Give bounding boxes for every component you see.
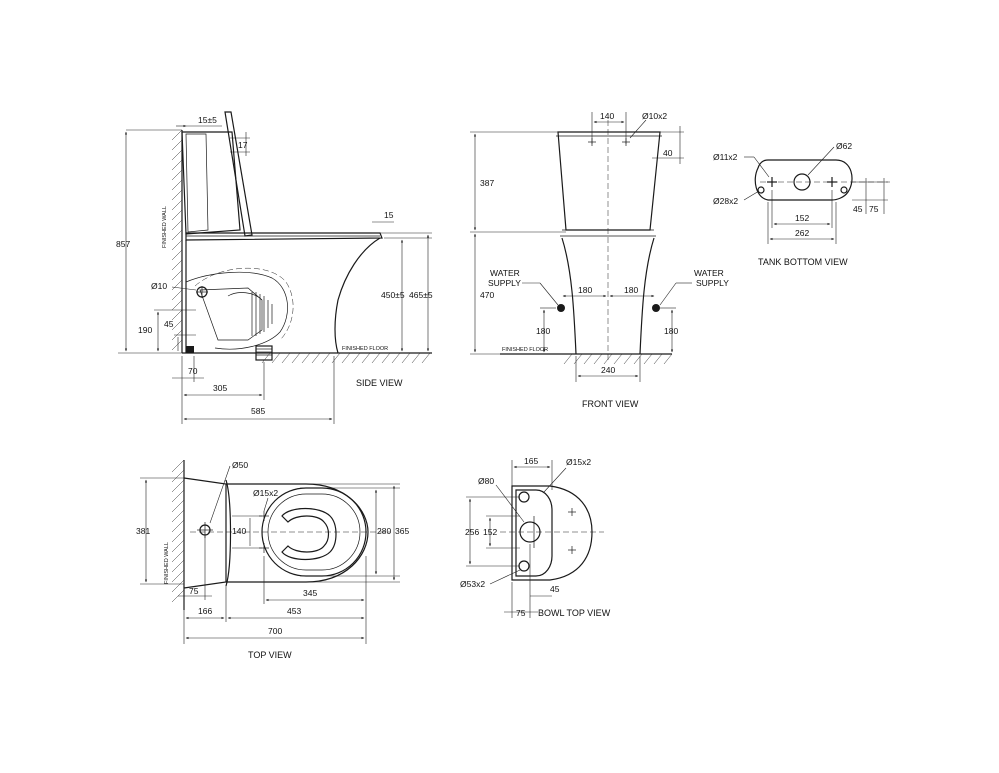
side-view-title: SIDE VIEW xyxy=(356,378,403,388)
dim-o62: Ø62 xyxy=(836,141,852,151)
dim-17: 17 xyxy=(238,140,248,150)
front-view-title: FRONT VIEW xyxy=(582,399,639,409)
dim-152-tank: 152 xyxy=(795,213,809,223)
dim-15pm5: 15±5 xyxy=(198,115,217,125)
dim-o50: Ø50 xyxy=(232,460,248,470)
dim-345: 345 xyxy=(303,588,317,598)
dim-190: 190 xyxy=(138,325,152,335)
dim-o15x2-bowl: Ø15x2 xyxy=(566,457,591,467)
water-supply-left-1: WATER xyxy=(490,268,520,278)
dim-262: 262 xyxy=(795,228,809,238)
dim-45-side: 45 xyxy=(164,319,174,329)
bowl-top-title: BOWL TOP VIEW xyxy=(538,608,611,618)
dim-152-bowl: 152 xyxy=(483,527,497,537)
dim-45-bowl: 45 xyxy=(550,584,560,594)
water-supply-right-1: WATER xyxy=(694,268,724,278)
top-view-title: TOP VIEW xyxy=(248,650,292,660)
dim-70: 70 xyxy=(188,366,198,376)
dim-75-tank: 75 xyxy=(869,204,879,214)
top-view: FINISHED WALL Ø50 Ø15x2 381 140 xyxy=(136,459,409,660)
dim-465: 465±5 xyxy=(409,290,433,300)
side-floor-label: FINISHED FLOOR xyxy=(342,346,388,352)
dim-180-vr: 180 xyxy=(664,326,678,336)
side-wall-label: FINISHED WALL xyxy=(162,206,168,248)
dim-857: 857 xyxy=(116,239,130,249)
dim-45-tank: 45 xyxy=(853,204,863,214)
dim-166: 166 xyxy=(198,606,212,616)
dim-o10x2: Ø10x2 xyxy=(642,111,667,121)
dim-180-vl: 180 xyxy=(536,326,550,336)
bowl-top-view: 165 Ø15x2 Ø80 256 152 Ø53x2 45 75 BOWL T… xyxy=(460,456,611,618)
dim-o15x2-top: Ø15x2 xyxy=(253,488,278,498)
tank-bottom-view: Ø11x2 Ø62 Ø28x2 152 262 45 75 TANK BOTTO… xyxy=(713,141,890,267)
dim-365: 365 xyxy=(395,526,409,536)
dim-240: 240 xyxy=(601,365,615,375)
water-supply-right-2: SUPPLY xyxy=(696,278,729,288)
dim-140-front: 140 xyxy=(600,111,614,121)
dim-700: 700 xyxy=(268,626,282,636)
tank-bottom-title: TANK BOTTOM VIEW xyxy=(758,257,848,267)
dim-o80: Ø80 xyxy=(478,476,494,486)
dim-o28x2: Ø28x2 xyxy=(713,196,738,206)
dim-470: 470 xyxy=(480,290,494,300)
dim-453: 453 xyxy=(287,606,301,616)
dim-387: 387 xyxy=(480,178,494,188)
front-floor-label: FINISHED FLOOR xyxy=(502,347,548,353)
dim-450: 450±5 xyxy=(381,290,405,300)
front-view: FINISHED FLOOR 140 Ø10x2 40 387 xyxy=(470,111,729,409)
dim-o11x2: Ø11x2 xyxy=(713,152,738,162)
dim-40: 40 xyxy=(663,148,673,158)
dim-75-bowl: 75 xyxy=(516,608,526,618)
dim-381: 381 xyxy=(136,526,150,536)
dim-75-top: 75 xyxy=(189,586,199,596)
dim-305: 305 xyxy=(213,383,227,393)
dim-280: 280 xyxy=(377,526,391,536)
dim-o10: Ø10 xyxy=(151,281,167,291)
dim-165: 165 xyxy=(524,456,538,466)
dim-256: 256 xyxy=(465,527,479,537)
dim-585: 585 xyxy=(251,406,265,416)
side-view: FINISHED WALL FINISHED FLOOR 857 15±5 17… xyxy=(116,111,433,424)
dim-180-l: 180 xyxy=(578,285,592,295)
dim-o53x2: Ø53x2 xyxy=(460,579,485,589)
dim-140-top: 140 xyxy=(232,526,246,536)
top-wall-label: FINISHED WALL xyxy=(164,542,170,584)
water-supply-left-2: SUPPLY xyxy=(488,278,521,288)
dim-15: 15 xyxy=(384,210,394,220)
dim-180-r: 180 xyxy=(624,285,638,295)
